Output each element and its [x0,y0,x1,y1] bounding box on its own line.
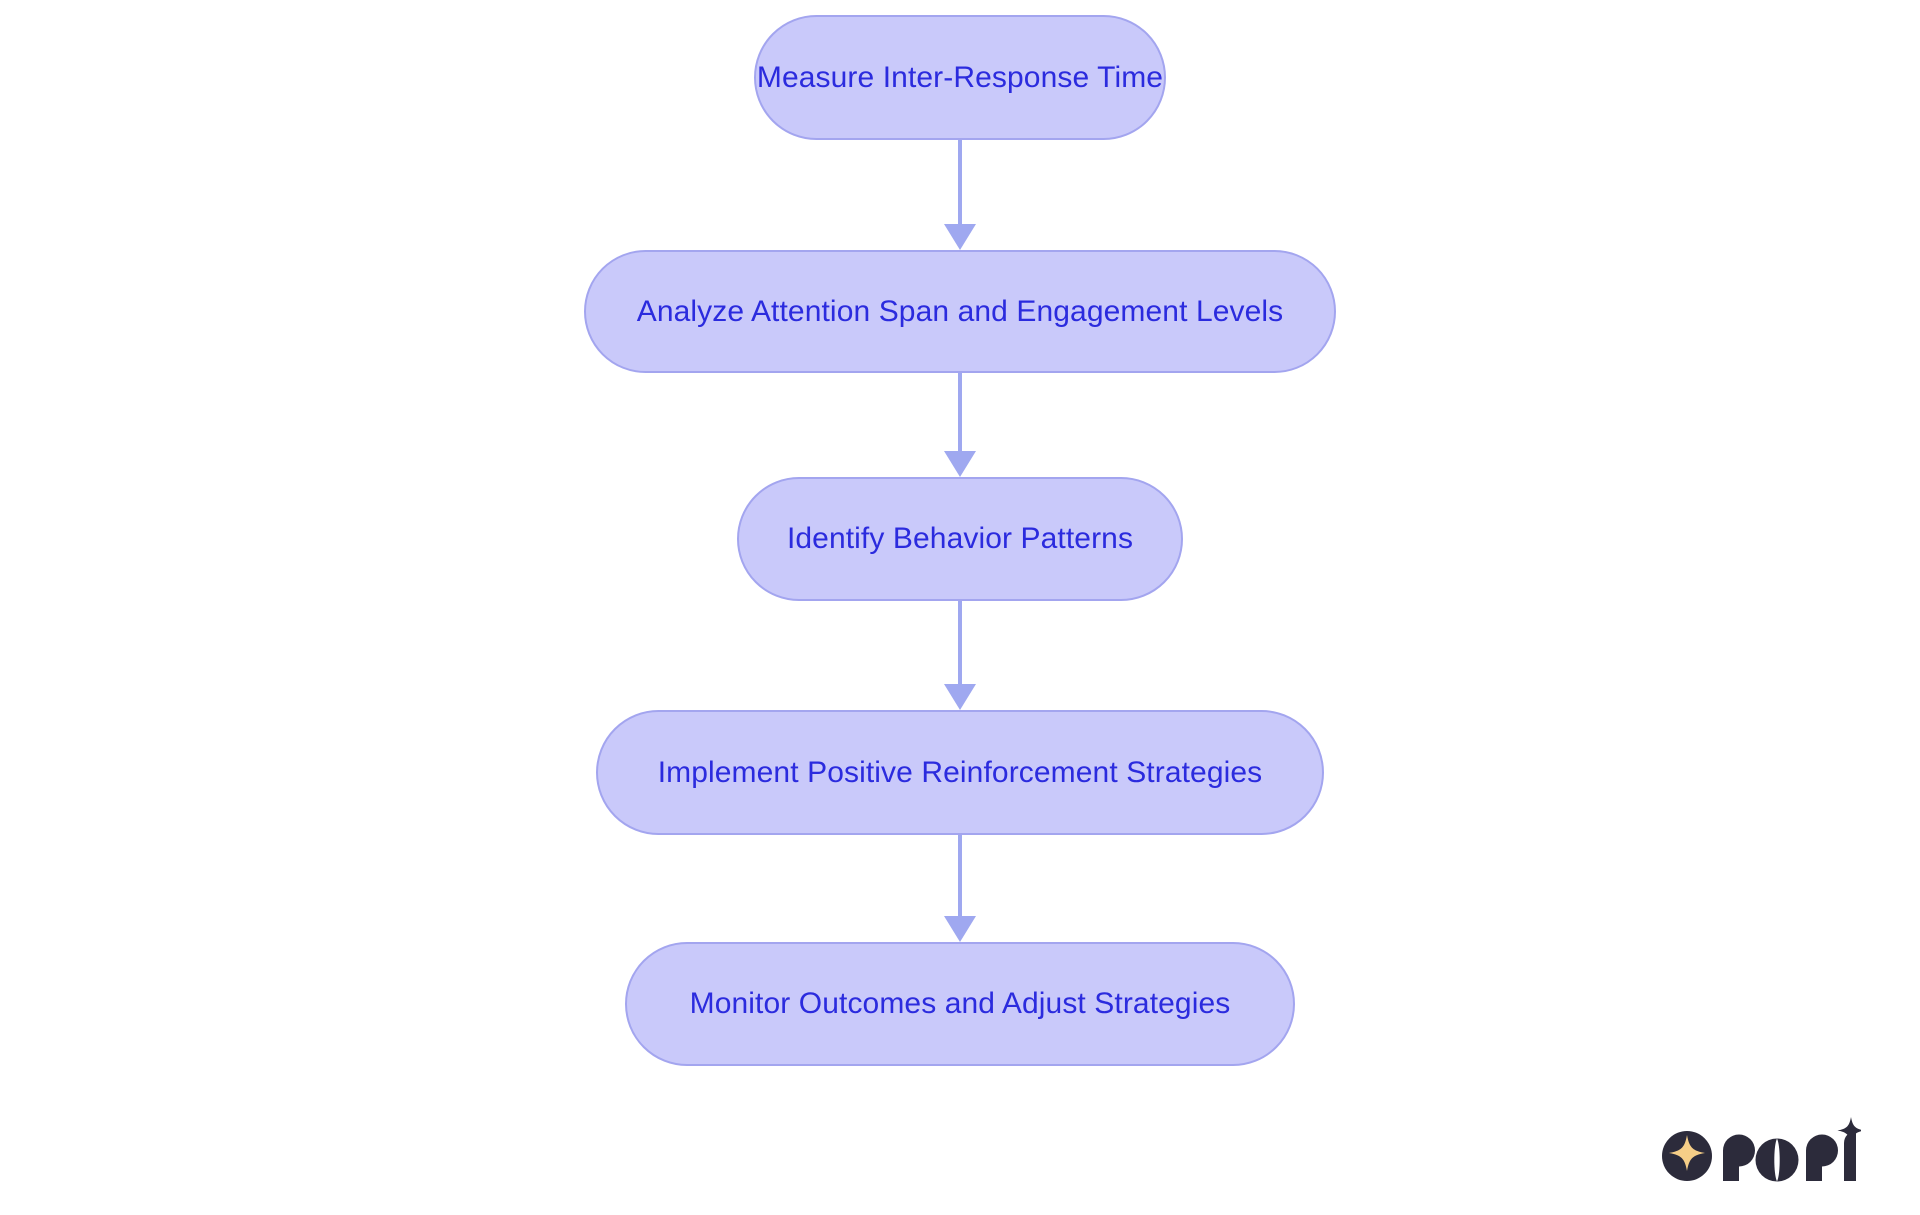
connector-node2-node3 [943,373,977,477]
flowchart-node-monitor-outcomes-and-adjust-strategies[interactable]: Monitor Outcomes and Adjust Strategies [625,942,1295,1066]
connector-line [958,601,962,686]
connector-node4-node5 [943,835,977,942]
flowchart-node-label: Monitor Outcomes and Adjust Strategies [689,987,1231,1020]
rori-mark-icon [1662,1131,1712,1181]
star-accent-icon [1837,1117,1861,1144]
arrowhead-icon [944,451,976,477]
arrowhead-icon [944,916,976,942]
rori-wordmark [1723,1131,1856,1182]
connector-line [958,140,962,226]
flowchart-node-label: Measure Inter-Response Time [756,60,1164,94]
flowchart-node-measure-inter-response-time[interactable]: Measure Inter-Response Time [754,15,1166,140]
rori-logo [1661,1117,1861,1192]
flowchart-node-identify-behavior-patterns[interactable]: Identify Behavior Patterns [737,477,1183,601]
arrowhead-icon [944,684,976,710]
connector-line [958,373,962,453]
arrowhead-icon [944,224,976,250]
flowchart-node-implement-positive-reinforcement-strategies[interactable]: Implement Positive Reinforcement Strateg… [596,710,1324,835]
flowchart-node-analyze-attention-span-and-engagement-levels[interactable]: Analyze Attention Span and Engagement Le… [584,250,1336,373]
connector-line [958,835,962,918]
flowchart-node-label: Identify Behavior Patterns [786,522,1134,555]
flowchart-node-label: Implement Positive Reinforcement Strateg… [657,755,1263,789]
connector-node3-node4 [943,601,977,710]
connector-node1-node2 [943,140,977,250]
flowchart-node-label: Analyze Attention Span and Engagement Le… [636,294,1284,328]
star-icon [1669,1135,1705,1171]
